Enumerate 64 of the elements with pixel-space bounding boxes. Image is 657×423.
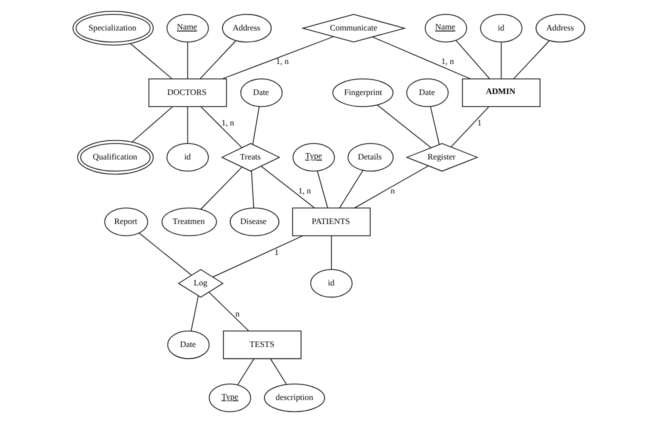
connector (260, 166, 314, 208)
connector (200, 106, 242, 148)
edge-label: 1, n (440, 56, 454, 66)
node-ellipse: Address (222, 14, 272, 42)
edge-label: n (234, 308, 240, 318)
node-ellipse: Report (104, 208, 148, 236)
node-diamond: Treats (220, 143, 280, 172)
node-ellipse: id (480, 14, 522, 42)
node-ellipse: Name (424, 14, 467, 42)
node-diamond: Communicate (300, 14, 406, 42)
edge-label: 1 (274, 246, 278, 257)
connector (186, 106, 188, 144)
node-ellipse: Treatmen (161, 208, 216, 236)
connector (376, 104, 431, 148)
connector (190, 296, 198, 332)
node-ellipse: id (166, 143, 208, 172)
connector (455, 40, 490, 80)
connector (200, 166, 242, 210)
node-diamond: Register (405, 143, 478, 172)
connector (138, 232, 192, 276)
node-box: PATIENTS (292, 208, 370, 236)
edge-label: n (390, 185, 394, 196)
node-ellipse: Date (240, 78, 282, 107)
connector (316, 170, 328, 208)
node-ellipse: Name (166, 14, 208, 42)
edge-label: 1, n (220, 118, 234, 128)
node-ellipse: Qualification (76, 140, 154, 175)
node-ellipse: Specialization (72, 10, 154, 46)
connector (208, 292, 249, 332)
node-box: DOCTORS (148, 78, 226, 107)
connector (222, 36, 334, 80)
edge-label: 1, n (276, 56, 288, 66)
node-ellipse: Details (347, 143, 394, 172)
node-ellipse: Type (292, 143, 334, 172)
connector (338, 170, 363, 208)
node-box: TESTS (222, 330, 301, 360)
connector (250, 170, 254, 208)
node-ellipse: description (264, 384, 324, 412)
connector (371, 36, 470, 80)
node-ellipse: id (310, 269, 352, 298)
connector (131, 106, 172, 142)
connector (450, 106, 489, 148)
connector (430, 106, 440, 145)
node-ellipse: Date (406, 78, 448, 107)
connector (330, 236, 332, 270)
connector (236, 358, 254, 386)
node-ellipse: Date (166, 330, 210, 360)
node-box: ADMIN (462, 78, 540, 107)
node-ellipse: Fingerprint (332, 78, 393, 107)
node-diamond: Log (177, 269, 224, 298)
connector (199, 40, 236, 80)
connector (186, 42, 188, 80)
node-ellipse: Address (535, 14, 585, 42)
connector (252, 106, 260, 145)
connector (130, 43, 172, 80)
connector (270, 358, 286, 385)
node-ellipse: Type (208, 384, 251, 412)
connector (354, 166, 428, 208)
connector (500, 42, 502, 80)
edge-label: 1 (476, 118, 482, 128)
node-ellipse: Disease (229, 208, 279, 236)
connector (512, 40, 550, 80)
connector (212, 235, 303, 278)
edge-label: 1, n (298, 185, 311, 196)
